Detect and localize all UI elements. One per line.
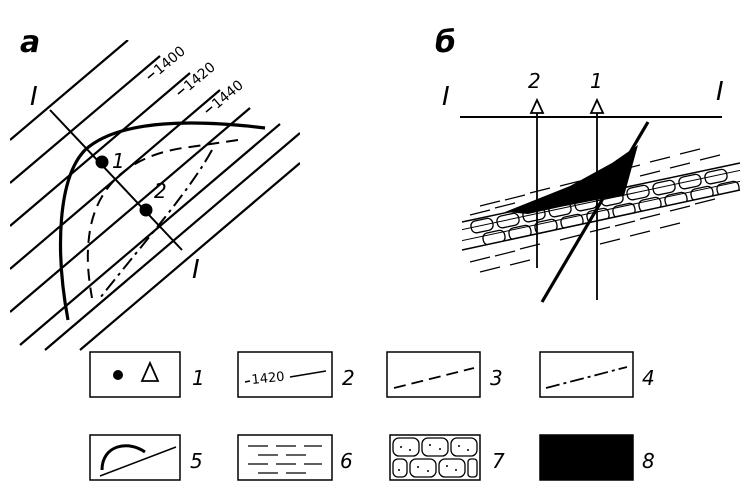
legend-item-8: 8 — [539, 434, 655, 481]
legend-number: 1 — [192, 366, 205, 390]
borehole-label-2: 2 — [528, 69, 541, 93]
well-label-1: 1 — [112, 149, 125, 173]
legend-item-1: 1 — [89, 351, 205, 398]
well-marker — [139, 203, 153, 217]
contour-line — [10, 72, 191, 227]
fault-line — [540, 121, 650, 303]
well-symbol — [113, 370, 123, 380]
legend-item-6: 6 — [237, 434, 353, 481]
panel-a-label: а — [20, 25, 40, 60]
legend-item-3: 3 — [386, 351, 503, 398]
dashed-boundary — [86, 139, 239, 299]
borehole-2: 2 — [528, 69, 545, 268]
contour-line — [10, 55, 161, 184]
section-end-label: I — [192, 255, 200, 285]
section-left-label: I — [442, 82, 450, 112]
section-start-label: I — [30, 82, 38, 112]
borehole-triangle — [589, 97, 605, 114]
legend-item-4: 4 — [539, 351, 655, 398]
contour-label-1400: 1400 — [151, 43, 189, 78]
legend-item-5: 5 — [89, 434, 203, 481]
borehole-1: 1 — [589, 69, 605, 300]
legend-number: 4 — [642, 366, 655, 390]
panel-b: б I I — [435, 25, 741, 303]
contour-labels: 1400 1420 1440 — [147, 43, 247, 113]
legend-number: 8 — [642, 449, 655, 473]
section-line — [49, 109, 183, 251]
panel-a: а 1400 1420 1440 — [10, 25, 300, 351]
well-marker — [95, 155, 109, 169]
contour-label-1420: 1420 — [181, 59, 219, 94]
contour-line — [10, 107, 251, 313]
contour-line — [44, 132, 300, 351]
legend-number: 2 — [342, 366, 355, 390]
borehole-triangle — [529, 97, 545, 114]
legend-contour-value: 1420 — [251, 370, 285, 388]
borehole-symbol — [140, 360, 160, 382]
well-label-2: 2 — [154, 179, 167, 203]
legend-number: 5 — [190, 449, 203, 473]
contour-line — [79, 162, 300, 351]
legend-item-2: 1420 2 — [237, 351, 355, 398]
contour-line — [10, 40, 129, 141]
section-right-label: I — [716, 77, 724, 107]
legend-number: 6 — [340, 449, 353, 473]
contour-lines — [10, 40, 300, 351]
legend: 1 1420 2 3 4 5 — [89, 351, 655, 481]
panel-b-label: б — [435, 25, 456, 60]
borehole-label-1: 1 — [590, 69, 603, 93]
legend-item-7: 7 — [389, 434, 505, 481]
contour-line — [19, 123, 281, 346]
legend-number: 3 — [490, 366, 503, 390]
deposit-outline — [58, 121, 266, 321]
legend-number: 7 — [492, 449, 505, 473]
contour-label-1440: 1440 — [209, 77, 247, 112]
